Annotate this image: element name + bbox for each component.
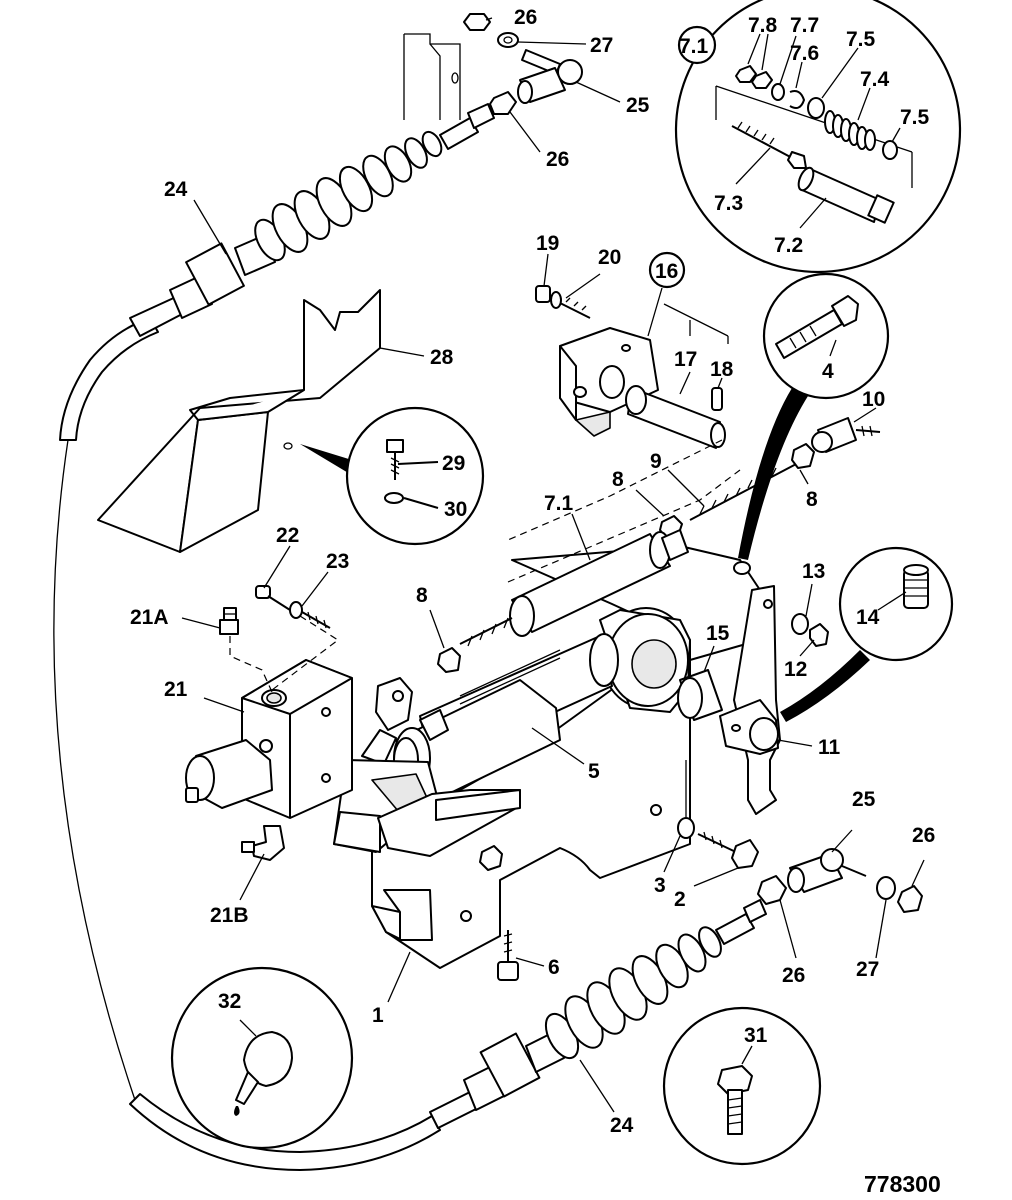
callout-1: 1 — [372, 1004, 384, 1027]
callout-32: 32 — [218, 990, 241, 1013]
nut-26-top — [463, 13, 491, 31]
callout-28: 28 — [430, 346, 454, 369]
callout-10: 10 — [862, 388, 885, 411]
callout-30: 30 — [444, 498, 467, 521]
valve-block-21 — [185, 607, 353, 861]
detail-circle-4 — [738, 272, 890, 560]
callout-3: 3 — [654, 874, 666, 897]
bolt-2 — [697, 831, 759, 869]
callout-31: 31 — [744, 1024, 768, 1047]
callout-18: 18 — [710, 358, 734, 381]
bolt-6 — [497, 930, 519, 981]
callout-11: 11 — [818, 736, 841, 759]
callout-19: 19 — [536, 232, 559, 255]
callout-7.3: 7.3 — [714, 192, 743, 215]
callout-4: 4 — [822, 360, 834, 383]
callout-27-bottom: 27 — [856, 958, 879, 981]
callout-26-bottom-b: 26 — [782, 964, 805, 987]
callout-2: 2 — [674, 888, 686, 911]
callout-21: 21 — [164, 678, 188, 701]
callout-7.7: 7.7 — [790, 14, 819, 37]
callout-25-top: 25 — [626, 94, 650, 117]
callout-12: 12 — [784, 658, 807, 681]
callout-26-bottom-a: 26 — [912, 824, 935, 847]
callout-5: 5 — [588, 760, 600, 783]
washer-13 — [791, 613, 809, 635]
nut-8-middle — [437, 647, 461, 673]
callout-24-top: 24 — [164, 178, 188, 201]
bushing-15 — [677, 669, 723, 721]
washer-3 — [677, 817, 695, 839]
callout-25-bottom: 25 — [852, 788, 876, 811]
callout-14: 14 — [856, 606, 880, 629]
callout-26-top-a: 26 — [514, 6, 537, 29]
callout-20: 20 — [598, 246, 621, 269]
callout-7.6: 7.6 — [790, 42, 819, 65]
figure-number: 778300 — [864, 1171, 941, 1197]
detail-circle-label-7.1: 7.1 — [679, 35, 709, 58]
callout-7.4: 7.4 — [860, 68, 890, 91]
rubber-boot-bottom — [544, 926, 722, 1060]
callout-7.5-a: 7.5 — [846, 28, 876, 51]
detail-circle-32 — [170, 966, 354, 1150]
callout-22: 22 — [276, 524, 299, 547]
detail-circle-7.1 — [674, 0, 962, 274]
nut-26-top-b — [489, 91, 517, 115]
actuator-main-assembly — [333, 439, 761, 969]
callout-7.1-main: 7.1 — [544, 492, 574, 515]
callout-26-top-b: 26 — [546, 148, 569, 171]
lever-arm-11 — [719, 585, 781, 815]
callout-27-top: 27 — [590, 34, 613, 57]
nut-12 — [809, 623, 829, 647]
leader-lines — [181, 17, 813, 901]
callout-17: 17 — [674, 348, 697, 371]
callout-21B: 21B — [210, 904, 249, 927]
washer-27-top — [497, 32, 519, 48]
callout-23: 23 — [326, 550, 349, 573]
pivot-pin-assembly — [535, 251, 729, 449]
cable-assembly-top — [59, 103, 495, 441]
callout-7.2: 7.2 — [774, 234, 803, 257]
rubber-boot-top — [254, 130, 443, 262]
top-hardware — [463, 13, 583, 115]
callout-13: 13 — [802, 560, 825, 583]
callout-24-bottom: 24 — [610, 1114, 634, 1137]
washer-27-bottom — [876, 876, 896, 900]
screws-22-23 — [255, 585, 340, 691]
detail-circle-29-30 — [300, 406, 485, 546]
bracket-28 — [97, 289, 381, 553]
callout-15: 15 — [706, 622, 730, 645]
callout-8-c: 8 — [416, 584, 428, 607]
callout-21A: 21A — [130, 606, 169, 629]
bottom-hardware — [757, 829, 925, 959]
cable-routing-line — [53, 439, 136, 1101]
callout-labels: 26 27 25 26 24 28 29 30 19 20 16 17 18 4… — [130, 6, 941, 1197]
callout-16: 16 — [655, 260, 678, 283]
upper-mounting-bracket — [403, 33, 461, 120]
callout-8-a: 8 — [612, 468, 624, 491]
callout-6: 6 — [548, 956, 560, 979]
callout-7.5-b: 7.5 — [900, 106, 930, 129]
callout-9: 9 — [650, 450, 662, 473]
callout-7.8: 7.8 — [748, 14, 778, 37]
nut-26-bottom-a — [757, 875, 787, 905]
detail-circle-14 — [780, 546, 954, 722]
callout-8-b: 8 — [806, 488, 818, 511]
cable-assembly-bottom — [129, 899, 767, 1171]
detail-circle-31 — [662, 1006, 822, 1166]
nut-26-bottom-b — [897, 885, 923, 913]
callout-29: 29 — [442, 452, 465, 475]
